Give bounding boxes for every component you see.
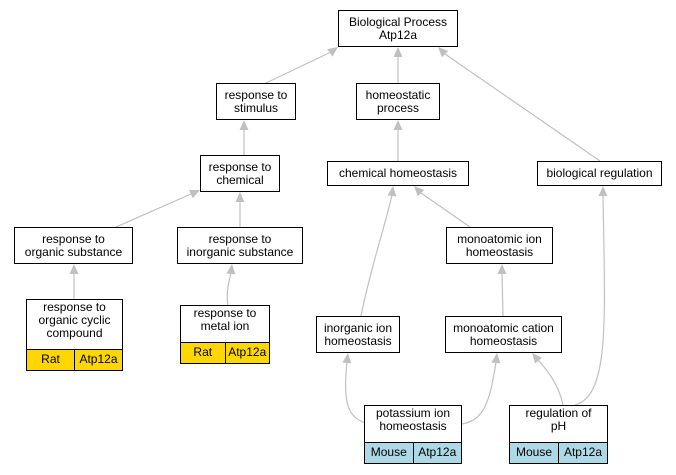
edge-monoion-to-chemhomeo-arrowhead bbox=[414, 186, 425, 197]
node-label: potassium ion homeostasis bbox=[375, 406, 451, 433]
edge-monoion-to-chemhomeo bbox=[420, 192, 471, 228]
node-label: response to organic substance bbox=[24, 232, 123, 259]
edge-chemical-to-stimulus-arrowhead bbox=[239, 120, 249, 130]
edge-cyclic-to-organic-arrowhead bbox=[69, 264, 79, 274]
edge-potassium-to-cation bbox=[461, 361, 497, 425]
edge-inorgion-to-chemhomeo-arrowhead bbox=[387, 186, 397, 197]
edge-inorganic-to-chemical-arrowhead bbox=[235, 192, 245, 202]
gene-cell: Atp12a bbox=[224, 343, 270, 363]
species-cell: Rat bbox=[41, 352, 60, 366]
node-label: regulation of pH bbox=[525, 406, 592, 433]
edge-stimulus-to-root-arrowhead bbox=[327, 47, 338, 57]
node-response-to-organic-cyclic-compound[interactable]: response to organic cyclic compound Rat … bbox=[26, 299, 123, 371]
edge-potassium-to-inorgion bbox=[344, 361, 371, 425]
edge-bioreg-to-root-arrowhead bbox=[438, 47, 449, 58]
edge-ph-to-bioreg-arrowhead bbox=[598, 186, 608, 196]
node-response-to-inorganic-substance[interactable]: response to inorganic substance bbox=[177, 227, 303, 264]
gene-cell: Atp12a bbox=[74, 350, 122, 370]
node-label: response to stimulus bbox=[224, 88, 288, 115]
edge-inorgion-to-chemhomeo bbox=[360, 194, 393, 317]
node-label: chemical homeostasis bbox=[338, 166, 458, 180]
edge-potassium-to-inorgion-arrowhead bbox=[342, 353, 352, 364]
species-cell: Rat bbox=[193, 345, 213, 359]
edge-cation-to-monoion-arrowhead bbox=[497, 264, 507, 274]
node-label: response to organic cyclic compound bbox=[38, 300, 111, 340]
node-label: response to metal ion bbox=[193, 306, 257, 333]
edge-potassium-to-cation-arrowhead bbox=[491, 353, 501, 364]
node-monoatomic-ion-homeostasis[interactable]: monoatomic ion homeostasis bbox=[446, 227, 553, 264]
node-response-to-metal-ion[interactable]: response to metal ion Rat Atp12a bbox=[180, 305, 270, 364]
node-biological-process[interactable]: Biological Process Atp12a bbox=[338, 10, 458, 47]
node-label: inorganic ion homeostasis bbox=[323, 321, 393, 348]
node-label: response to chemical bbox=[208, 160, 272, 187]
node-biological-regulation[interactable]: biological regulation bbox=[537, 161, 662, 186]
edge-organic-to-chemical bbox=[115, 193, 192, 228]
gene-cell: Atp12a bbox=[412, 443, 462, 463]
edge-cation-to-monoion bbox=[501, 272, 504, 317]
annotation-row: Rat Atp12a bbox=[27, 349, 122, 370]
node-regulation-of-ph[interactable]: regulation of pH Mouse Atp12a bbox=[509, 405, 608, 464]
edge-organic-to-chemical-arrowhead bbox=[189, 189, 200, 199]
node-label: biological regulation bbox=[546, 166, 653, 180]
node-homeostatic-process[interactable]: homeostatic process bbox=[356, 83, 440, 120]
node-label: Biological Process Atp12a bbox=[348, 15, 448, 42]
node-potassium-ion-homeostasis[interactable]: potassium ion homeostasis Mouse Atp12a bbox=[364, 405, 462, 464]
edge-ph-to-cation-arrowhead bbox=[532, 353, 542, 364]
annotation-row: Rat Atp12a bbox=[181, 342, 269, 363]
edge-ph-to-bioreg bbox=[574, 194, 606, 406]
node-label: monoatomic cation homeostasis bbox=[453, 321, 554, 348]
node-monoatomic-cation-homeostasis[interactable]: monoatomic cation homeostasis bbox=[445, 316, 562, 353]
node-chemical-homeostasis[interactable]: chemical homeostasis bbox=[327, 161, 469, 186]
node-response-to-stimulus[interactable]: response to stimulus bbox=[216, 83, 296, 120]
gene-cell: Atp12a bbox=[558, 443, 607, 463]
edge-ph-to-cation bbox=[537, 359, 564, 406]
node-label: monoatomic ion homeostasis bbox=[457, 232, 542, 259]
edge-metal-to-inorganic bbox=[226, 272, 232, 306]
node-label: response to inorganic substance bbox=[186, 232, 294, 259]
edge-metal-to-inorganic-arrowhead bbox=[226, 264, 236, 275]
species-cell: Mouse bbox=[515, 445, 553, 459]
species-cell: Mouse bbox=[370, 445, 407, 459]
node-response-to-chemical[interactable]: response to chemical bbox=[200, 155, 280, 192]
node-label: homeostatic process bbox=[365, 88, 431, 115]
edge-stimulus-to-root bbox=[265, 51, 332, 84]
annotation-row: Mouse Atp12a bbox=[365, 442, 461, 463]
edge-homeostatic-to-root-arrowhead bbox=[393, 47, 403, 57]
edge-chemhomeo-to-homeostatic-arrowhead bbox=[393, 120, 403, 130]
node-inorganic-ion-homeostasis[interactable]: inorganic ion homeostasis bbox=[316, 316, 400, 353]
edge-bioreg-to-root bbox=[444, 53, 601, 162]
annotation-row: Mouse Atp12a bbox=[510, 442, 607, 463]
node-response-to-organic-substance[interactable]: response to organic substance bbox=[14, 227, 133, 264]
